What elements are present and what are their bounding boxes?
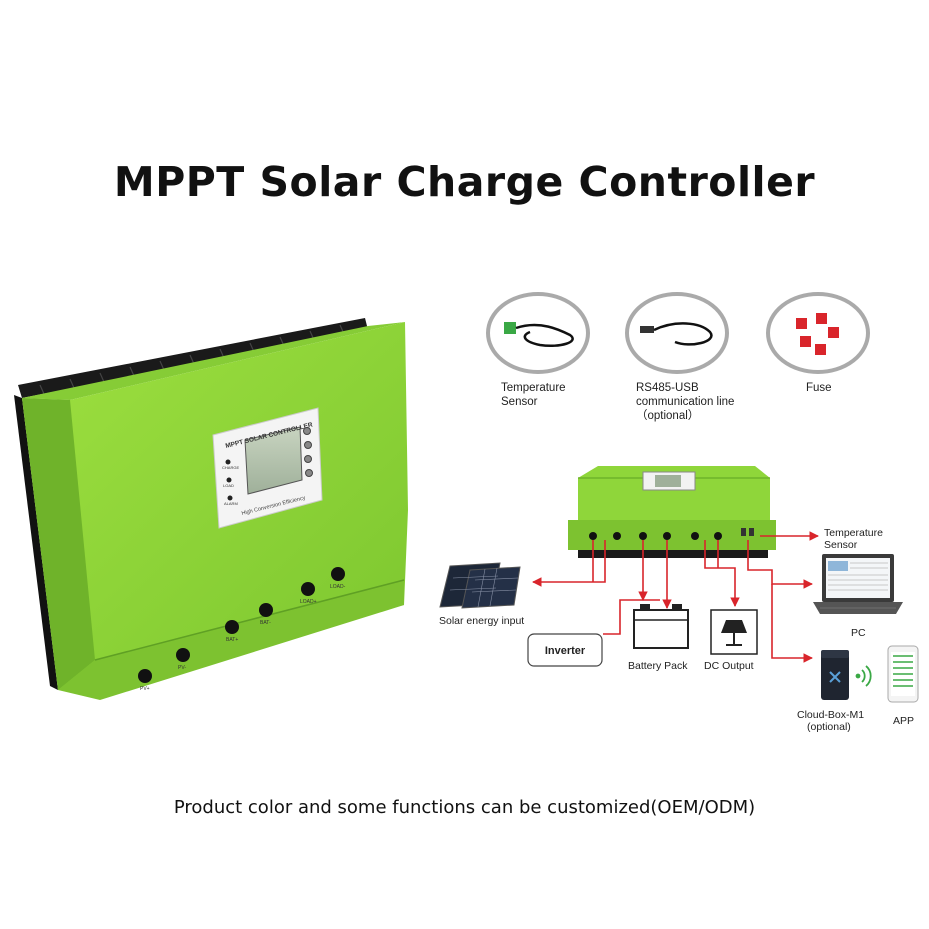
cable-icon xyxy=(653,322,713,346)
app-label: APP xyxy=(893,715,914,727)
cloud-box-icon xyxy=(821,650,849,700)
customization-note: Product color and some functions can be … xyxy=(173,797,756,818)
load-led xyxy=(226,477,232,483)
port-load-minus xyxy=(331,567,345,581)
temp-sensor-label: Temperature xyxy=(824,527,883,539)
port-pv-plus xyxy=(138,669,152,683)
button-4 xyxy=(305,469,313,477)
svg-text:PV+: PV+ xyxy=(140,686,150,692)
heatsink xyxy=(14,318,368,690)
fuse-icon xyxy=(796,318,807,329)
alarm-led xyxy=(227,495,233,501)
svg-text:Sensor: Sensor xyxy=(824,539,858,551)
usb-plug-icon xyxy=(640,326,654,333)
connection-diagram: Solar energy input Inverter Battery Pack… xyxy=(439,466,919,733)
solar-panel-icon xyxy=(439,562,521,609)
button-1 xyxy=(303,427,311,435)
connection-arrows xyxy=(532,531,819,663)
fuse-icon xyxy=(815,344,826,355)
accessory-fuse: Fuse xyxy=(766,292,870,394)
terminal-ports: PV+ PV- BAT+ BAT- LOAD+ LOAD- xyxy=(138,567,346,692)
laptop-icon xyxy=(813,554,903,614)
inverter-label: Inverter xyxy=(545,645,586,657)
left-side xyxy=(22,398,95,690)
fuse-icon xyxy=(816,313,827,324)
svg-text:BAT-: BAT- xyxy=(260,620,271,626)
svg-text:PV-: PV- xyxy=(178,665,186,671)
alarm-label: ALARM xyxy=(224,501,238,506)
port-bat-plus xyxy=(225,620,239,634)
phone-icon xyxy=(887,645,919,703)
svg-text:LOAD-: LOAD- xyxy=(330,584,346,590)
accessory-temperature-sensor: Temperature Sensor xyxy=(486,292,590,408)
port-bat-minus xyxy=(259,603,273,617)
charge-controller-device: MPPT SOLAR CONTROLLER High Conversion Ef… xyxy=(14,318,408,700)
wireless-icon xyxy=(855,665,872,687)
charge-label: CHARGE xyxy=(222,465,239,470)
top-face xyxy=(22,322,405,400)
svg-text:(optional): (optional) xyxy=(807,721,851,733)
dc-output-lamp-icon xyxy=(710,609,758,655)
accessories: Temperature Sensor RS485-USB communicati… xyxy=(486,292,870,422)
sensor-connector-icon xyxy=(504,322,516,334)
svg-text:Sensor: Sensor xyxy=(501,396,538,408)
svg-text:（optional）: （optional） xyxy=(636,409,699,422)
solar-label: Solar energy input xyxy=(439,615,524,627)
inverter-box xyxy=(527,633,603,667)
dc-output-label: DC Output xyxy=(704,660,754,672)
accessory-rs485-usb-line: RS485-USB communication line （optional） xyxy=(625,292,734,422)
button-3 xyxy=(304,455,312,463)
page-title: MPPT Solar Charge Controller xyxy=(113,158,816,206)
svg-text:BAT+: BAT+ xyxy=(226,637,238,643)
port-load-plus xyxy=(301,582,315,596)
pc-label: PC xyxy=(851,627,866,639)
fuse-icon xyxy=(800,336,811,347)
svg-text:LOAD+: LOAD+ xyxy=(300,599,317,605)
small-controller xyxy=(568,466,776,558)
svg-text:Fuse: Fuse xyxy=(806,382,832,394)
svg-text:RS485-USB: RS485-USB xyxy=(636,382,699,394)
port-pv-minus xyxy=(176,648,190,662)
display-panel: MPPT SOLAR CONTROLLER High Conversion Ef… xyxy=(212,407,323,529)
load-label: LOAD xyxy=(223,483,234,488)
lcd-screen xyxy=(244,426,303,495)
battery-label: Battery Pack xyxy=(628,660,688,672)
cloud-box-label: Cloud-Box-M1 xyxy=(797,709,864,721)
cable-icon xyxy=(515,323,574,347)
svg-text:Temperature: Temperature xyxy=(501,382,566,394)
button-2 xyxy=(304,441,312,449)
fuse-icon xyxy=(828,327,839,338)
battery-icon xyxy=(633,604,689,649)
charge-led xyxy=(225,459,231,465)
svg-text:communication line: communication line xyxy=(636,396,734,408)
